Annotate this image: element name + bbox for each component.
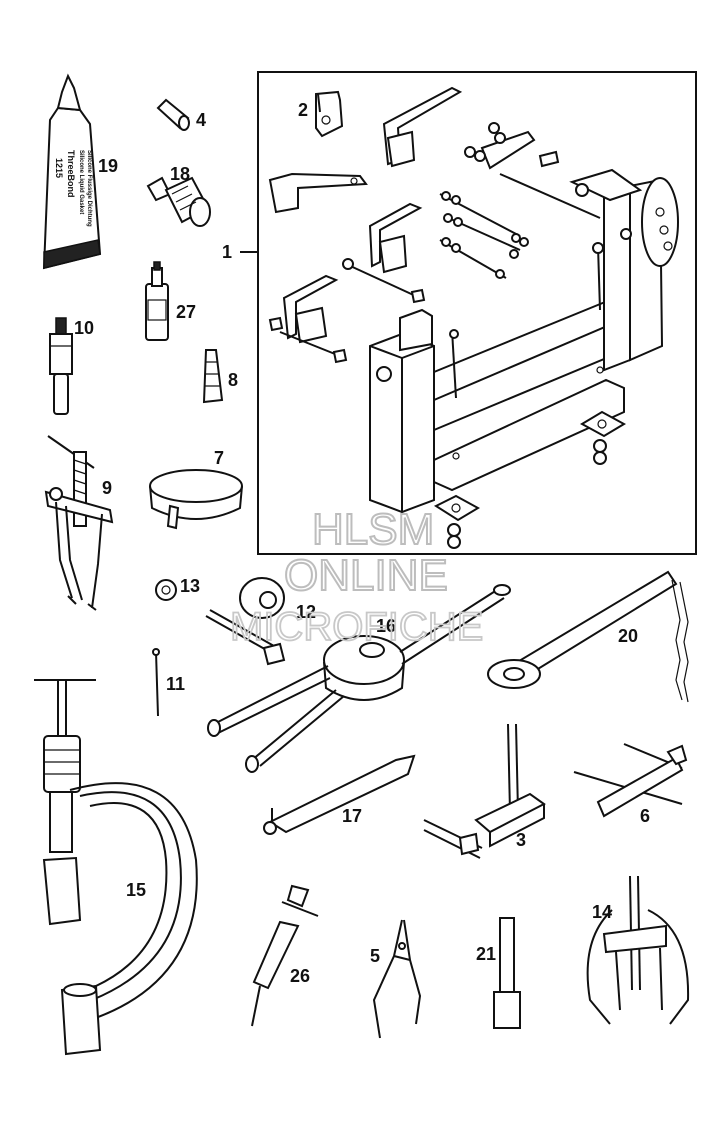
tube-code: 1215 — [54, 158, 64, 178]
l-bracket-middle — [368, 202, 423, 274]
adapter-plate — [464, 122, 560, 170]
valve-spring-compressor-15 — [34, 679, 198, 1056]
bolt-set — [268, 242, 604, 399]
watermark-line-2: ONLINE — [284, 551, 448, 600]
puller-14 — [586, 875, 690, 1025]
tube-line-1: Silicone Liquid Gasket — [78, 150, 84, 214]
tool-21 — [493, 917, 521, 1029]
callout-18: 18 — [170, 164, 190, 184]
callout-17: 17 — [342, 806, 362, 826]
tool-10 — [49, 317, 73, 415]
l-bracket-top — [382, 86, 463, 168]
callout-20: 20 — [618, 626, 638, 646]
socket-12 — [205, 577, 286, 666]
callout-9: 9 — [102, 478, 112, 498]
engine-holder-kit-frame — [257, 71, 697, 555]
nut-13 — [155, 579, 177, 601]
callout-13: 13 — [180, 576, 200, 596]
callout-16: 16 — [376, 616, 396, 636]
syringe-26 — [251, 884, 319, 1027]
callout-27: 27 — [176, 302, 196, 322]
callout-26: 26 — [290, 966, 310, 986]
puller-9 — [44, 435, 114, 611]
callout-21: 21 — [476, 944, 496, 964]
main-frame — [369, 168, 679, 549]
chain-wrench-20 — [487, 570, 689, 703]
adapter-18 — [146, 176, 211, 227]
sealant-tube-19: ThreeBond 1215 Silicone Liquid Gasket Si… — [42, 73, 102, 270]
threaded-studs — [439, 173, 601, 279]
callout-19: 19 — [98, 156, 118, 176]
holder-16 — [207, 584, 511, 773]
callout-6: 6 — [640, 806, 650, 826]
callout-14: 14 — [592, 902, 612, 922]
watermark-line-1: HLSM — [312, 505, 434, 554]
tube-brand: ThreeBond — [66, 150, 76, 198]
pin-11 — [152, 648, 160, 717]
callout-5: 5 — [370, 946, 380, 966]
callout-7: 7 — [214, 448, 224, 468]
callout-4: 4 — [196, 110, 206, 130]
bottle-27 — [145, 261, 169, 341]
wrench-17 — [263, 754, 416, 835]
pliers-5 — [372, 919, 422, 1039]
ring-7 — [149, 469, 243, 530]
sleeve-8 — [202, 349, 224, 404]
callout-2: 2 — [298, 100, 308, 120]
callout-8: 8 — [228, 370, 238, 390]
cap-4 — [156, 98, 190, 131]
watermark-line-3: MICROFICHE — [230, 605, 483, 649]
l-bracket-lower — [282, 274, 339, 344]
flat-bar-bracket — [268, 172, 368, 214]
callout-11: 11 — [166, 674, 185, 694]
callout-12: 12 — [296, 602, 316, 622]
callout-10: 10 — [74, 318, 94, 338]
bracket-2 — [315, 90, 344, 138]
tool-6 — [573, 743, 688, 818]
tool-3 — [423, 723, 546, 859]
callout-3: 3 — [516, 830, 526, 850]
tube-line-2: Silicone Flussige Dichtung — [86, 150, 92, 227]
callout-1: 1 — [222, 242, 232, 262]
callout-15: 15 — [126, 880, 146, 900]
